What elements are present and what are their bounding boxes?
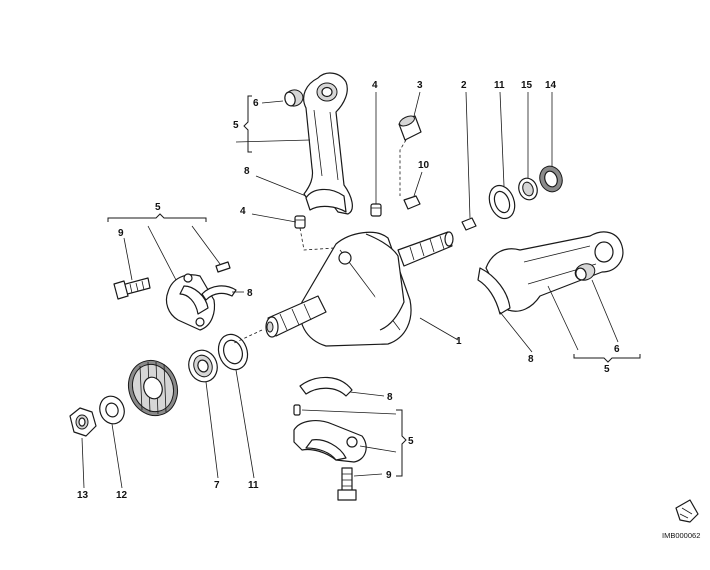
callout-2: 2 xyxy=(461,80,467,91)
callout-10: 10 xyxy=(418,160,430,171)
bearing-shell-8-lower xyxy=(299,376,353,397)
brace-group-5-lower xyxy=(396,409,407,477)
callout-6-upper: 6 xyxy=(253,98,259,109)
callout-8-upper: 8 xyxy=(244,166,250,177)
timing-gear xyxy=(127,359,179,417)
bearing-shell-8-left xyxy=(201,285,237,301)
washer-12 xyxy=(99,395,125,425)
callout-5-lower: 5 xyxy=(408,436,414,447)
reference-icon xyxy=(675,499,699,523)
thrust-washer-11-left xyxy=(217,333,249,371)
callout-9-lower: 9 xyxy=(386,470,392,481)
callout-3: 3 xyxy=(417,80,423,91)
right-connecting-rod xyxy=(477,231,624,315)
callout-7: 7 xyxy=(214,480,220,491)
callout-8-right: 8 xyxy=(528,354,534,365)
dowel-4-left xyxy=(294,215,306,229)
rod-cap-lower xyxy=(293,420,367,463)
callout-13: 13 xyxy=(77,490,89,501)
callout-4-left: 4 xyxy=(240,206,246,217)
nut-13 xyxy=(69,407,97,437)
callout-6-right: 6 xyxy=(614,344,620,355)
callout-1: 1 xyxy=(456,336,462,347)
crankshaft xyxy=(265,231,454,347)
callout-5-right: 5 xyxy=(604,364,610,375)
brace-group-5-left xyxy=(107,213,207,222)
brace-group-5-right xyxy=(573,354,641,363)
dowel-lower xyxy=(293,404,301,416)
bolt-9-left xyxy=(113,277,151,300)
callout-4-upper: 4 xyxy=(372,80,378,91)
callout-12: 12 xyxy=(116,490,128,501)
callout-9-left: 9 xyxy=(118,228,124,239)
callout-14: 14 xyxy=(545,80,557,91)
callout-labels: 1 2 3 4 4 5 5 5 5 6 6 7 8 8 8 8 9 9 10 1… xyxy=(77,80,620,501)
bearing-14 xyxy=(539,165,563,193)
callout-5-upper: 5 xyxy=(233,120,239,131)
callout-5-left: 5 xyxy=(155,202,161,213)
upper-connecting-rod xyxy=(284,72,353,215)
leader-lines xyxy=(81,91,619,489)
callout-11-left: 11 xyxy=(248,480,259,491)
thrust-washer-11-right xyxy=(488,184,516,220)
image-code: IMB000062 xyxy=(662,531,700,540)
bearing-7 xyxy=(188,349,218,383)
pin-10 xyxy=(403,195,421,210)
rod-cap-left xyxy=(165,273,216,331)
ring-15 xyxy=(518,177,538,201)
bushing-3 xyxy=(398,115,422,141)
callout-15: 15 xyxy=(521,80,533,91)
brace-group-5-upper xyxy=(243,95,252,153)
dowel-4-upper xyxy=(370,203,382,217)
callout-8-left: 8 xyxy=(247,288,253,299)
bolt-9-lower xyxy=(337,467,357,501)
callout-8-lower: 8 xyxy=(387,392,393,403)
pin-left-small xyxy=(215,261,231,273)
pin-2 xyxy=(461,217,477,231)
callout-11-right: 11 xyxy=(494,80,505,91)
